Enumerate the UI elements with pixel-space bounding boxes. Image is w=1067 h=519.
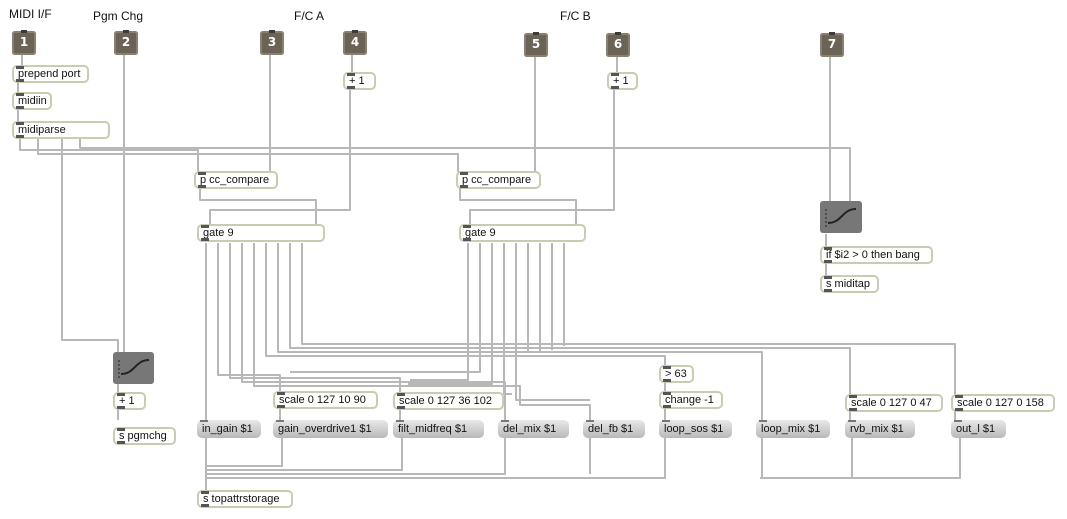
- label-pgm-chg: Pgm Chg: [93, 9, 144, 23]
- scale-filt-object[interactable]: scale 0 127 36 102: [393, 392, 504, 410]
- if-bang-object[interactable]: if $i2 > 0 then bang: [820, 246, 933, 264]
- cc-compare-b-object[interactable]: p cc_compare: [456, 171, 541, 189]
- midiparse-object[interactable]: midiparse: [12, 121, 110, 139]
- scale-rvb-object[interactable]: scale 0 127 0 47: [845, 394, 943, 412]
- in-gain-message[interactable]: in_gain $1: [197, 420, 261, 438]
- cord: [265, 243, 666, 366]
- cord: [503, 243, 512, 395]
- cord: [241, 243, 506, 420]
- midiin-object[interactable]: midiin: [12, 92, 52, 110]
- cord: [459, 188, 577, 225]
- cord: [206, 437, 666, 479]
- cord: [37, 139, 459, 172]
- rvb-mix-message[interactable]: rvb_mix $1: [845, 420, 915, 438]
- inlet-1[interactable]: 1: [12, 30, 36, 55]
- prepend-port-object[interactable]: prepend port: [12, 65, 89, 83]
- cord: [760, 437, 961, 479]
- inlet-6[interactable]: 6: [606, 32, 630, 57]
- loop-mix-message[interactable]: loop_mix $1: [756, 420, 830, 438]
- cord: [289, 243, 851, 395]
- cord: [217, 243, 281, 392]
- gate-a-object[interactable]: gate 9: [197, 224, 325, 242]
- scale-out-object[interactable]: scale 0 127 0 158: [951, 394, 1055, 412]
- cord: [229, 243, 401, 392]
- switch-pgm[interactable]: [113, 352, 154, 384]
- cord: [301, 243, 956, 395]
- switch-curve-icon: [118, 359, 150, 378]
- switch-curve-icon: [825, 208, 857, 227]
- loop-sos-message[interactable]: loop_sos $1: [659, 420, 732, 438]
- del-fb-message[interactable]: del_fb $1: [583, 420, 645, 438]
- filt-midfreq-message[interactable]: filt_midfreq $1: [393, 420, 484, 438]
- s-pgmchg-object[interactable]: s pgmchg: [113, 427, 176, 445]
- gain-overdrive-message[interactable]: gain_overdrive1 $1: [273, 420, 388, 438]
- cord: [79, 139, 851, 203]
- plus1-b-object[interactable]: + 1: [607, 72, 638, 90]
- s-topattrstorage-object[interactable]: s topattrstorage: [197, 490, 293, 508]
- cord: [277, 243, 763, 420]
- cord: [61, 139, 119, 352]
- cord: [290, 243, 481, 373]
- cord: [209, 90, 351, 225]
- s-miditap-object[interactable]: s miditap: [820, 275, 879, 293]
- change-object[interactable]: change -1: [659, 391, 723, 409]
- label-fc-a: F/C A: [294, 9, 325, 23]
- gt63-object[interactable]: > 63: [659, 365, 694, 383]
- inlet-4[interactable]: 4: [343, 30, 367, 55]
- inlet-5[interactable]: 5: [524, 32, 548, 57]
- cord: [199, 188, 317, 225]
- cord: [469, 90, 615, 225]
- scale-gain-object[interactable]: scale 0 127 10 90: [273, 391, 378, 409]
- cord: [253, 243, 591, 420]
- inlet-3[interactable]: 3: [260, 30, 284, 55]
- del-mix-message[interactable]: del_mix $1: [498, 420, 569, 438]
- cord: [19, 139, 199, 172]
- out-l-message[interactable]: out_l $1: [951, 420, 1006, 438]
- cc-compare-a-object[interactable]: p cc_compare: [194, 171, 278, 189]
- cord: [408, 243, 493, 385]
- label-midi-if: MIDI I/F: [9, 7, 52, 21]
- gate-b-object[interactable]: gate 9: [459, 224, 586, 242]
- plus1-pgm-object[interactable]: + 1: [113, 392, 146, 410]
- inlet-7[interactable]: 7: [820, 32, 844, 57]
- cord: [206, 437, 506, 475]
- cord: [410, 243, 469, 381]
- inlet-2[interactable]: 2: [114, 30, 138, 55]
- cord: [206, 437, 283, 467]
- label-fc-b: F/C B: [560, 9, 591, 23]
- cord: [206, 437, 403, 471]
- switch-7[interactable]: [820, 201, 862, 233]
- cord: [515, 243, 590, 401]
- plus1-a-object[interactable]: + 1: [343, 72, 376, 90]
